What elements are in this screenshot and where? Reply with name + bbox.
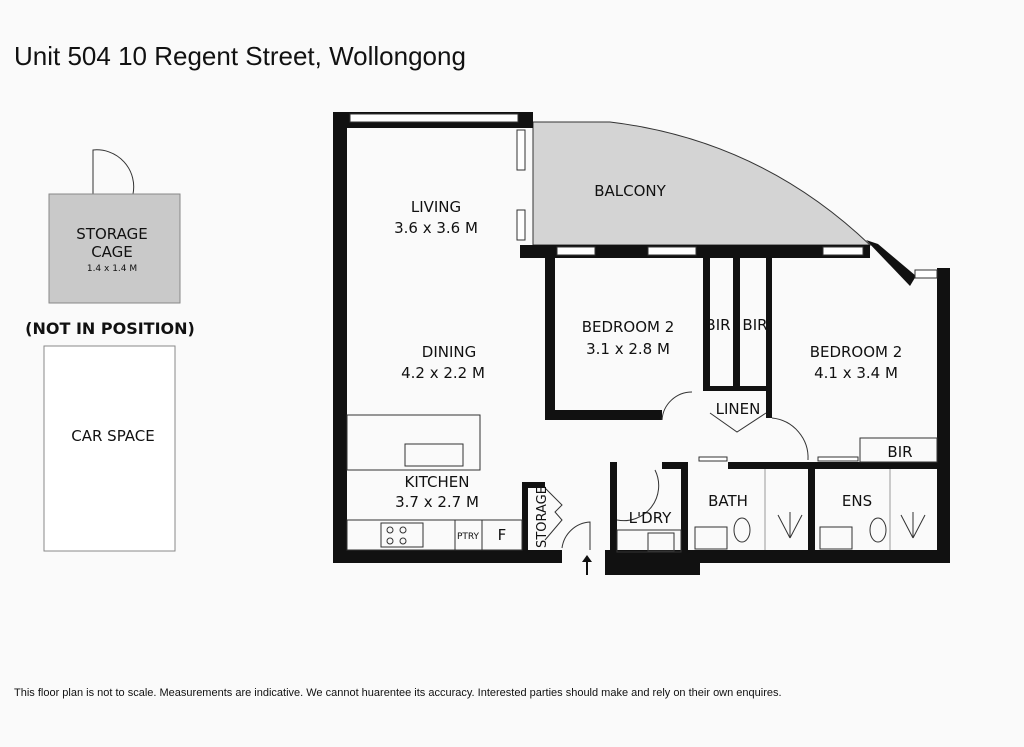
pantry-label: PTRY xyxy=(457,532,480,542)
storage-cage-label-1: STORAGE xyxy=(76,225,147,243)
storage-cage: STORAGE CAGE 1.4 x 1.4 M xyxy=(48,149,181,304)
car-space-label: CAR SPACE xyxy=(71,427,154,445)
kitchen-label: KITCHEN xyxy=(405,473,470,491)
balcony-label: BALCONY xyxy=(594,182,666,200)
dining-size: 4.2 x 2.2 M xyxy=(401,364,485,382)
balcony-area xyxy=(532,121,872,246)
kitchen-size: 3.7 x 2.7 M xyxy=(395,493,479,511)
entry-arrow-icon xyxy=(582,555,592,575)
storage-cage-label-2: CAGE xyxy=(91,243,133,261)
bir-a-label: BIR xyxy=(705,316,730,334)
living-size: 3.6 x 3.6 M xyxy=(394,219,478,237)
storage-cage-area xyxy=(48,193,181,304)
storage-cage-door xyxy=(92,149,135,195)
fixtures xyxy=(346,391,938,575)
ensuite-label: ENS xyxy=(842,492,872,510)
bath-label: BATH xyxy=(708,492,748,510)
bedroom-b-size: 4.1 x 3.4 M xyxy=(814,364,898,382)
storage-label: STORAGE xyxy=(535,486,550,548)
dining-label: DINING xyxy=(422,343,476,361)
bedroom-a-label: BEDROOM 2 xyxy=(582,318,675,336)
bedroom-a-size: 3.1 x 2.8 M xyxy=(586,340,670,358)
bir-b-label: BIR xyxy=(742,316,767,334)
linen-label: LINEN xyxy=(716,400,761,418)
page-title: Unit 504 10 Regent Street, Wollongong xyxy=(14,41,466,71)
disclaimer: This floor plan is not to scale. Measure… xyxy=(14,687,782,699)
bir-c-label: BIR xyxy=(887,443,912,461)
laundry-label: L'DRY xyxy=(629,509,672,527)
not-in-position-note: (NOT IN POSITION) xyxy=(25,319,195,338)
bedroom-b-label: BEDROOM 2 xyxy=(810,343,903,361)
fridge-label: F xyxy=(498,526,507,544)
windows xyxy=(349,113,938,462)
storage-cage-size: 1.4 x 1.4 M xyxy=(87,264,137,274)
car-space xyxy=(43,345,176,552)
living-label: LIVING xyxy=(411,198,461,216)
